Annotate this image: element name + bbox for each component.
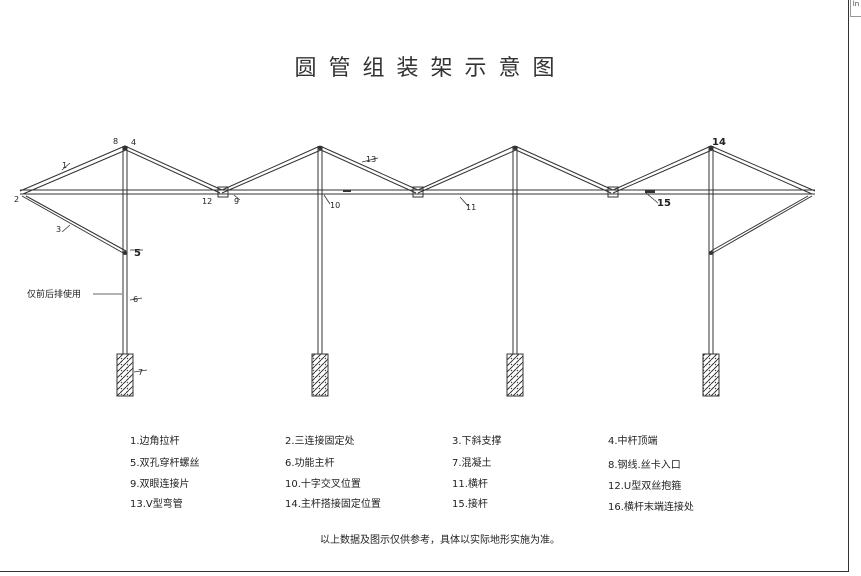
legend-10: 10.十字交叉位置: [285, 479, 361, 490]
legend-15: 15.接杆: [452, 499, 488, 510]
concrete-footings: [116, 353, 720, 397]
legend-3: 3.下斜支撑: [452, 436, 502, 447]
callout-5: 5: [134, 248, 141, 259]
vertical-posts: [122, 146, 714, 354]
callout-6: 6: [133, 295, 138, 304]
callout-3: 3: [56, 225, 61, 234]
legend-8: 8.钢线.丝卡入口: [608, 460, 681, 471]
footer-note: 以上数据及图示仅供参考，具体以实际地形实施为准。: [320, 535, 560, 546]
leader-lines: [61, 157, 659, 373]
callout-15: 15: [657, 198, 671, 209]
diagram-title: 圆管组装架示意图: [294, 56, 567, 81]
legend-13: 13.V型弯管: [130, 499, 183, 510]
legend-2: 2.三连接固定处: [285, 436, 355, 447]
side-note: 仅前后排使用: [27, 288, 81, 300]
legend-4: 4.中杆顶端: [608, 436, 658, 447]
callout-2: 2: [14, 195, 19, 204]
legend-11: 11.横杆: [452, 479, 488, 490]
callout-7: 7: [138, 368, 143, 377]
legend-9: 9.双眼连接片: [130, 479, 190, 490]
callout-8: 8: [113, 137, 118, 146]
legend-12: 12.U型双丝抱箍: [608, 481, 682, 492]
legend-6: 6.功能主杆: [285, 458, 335, 469]
legend-7: 7.混凝土: [452, 458, 492, 469]
corner-mark: ln: [850, 0, 861, 17]
legend-1: 1.边角拉杆: [130, 436, 180, 447]
callout-13: 13: [366, 155, 376, 164]
drawing-frame: [0, 0, 849, 572]
legend-14: 14.主杆搭接固定位置: [285, 499, 381, 510]
callout-1: 1: [62, 161, 67, 170]
callout-10: 10: [330, 201, 340, 210]
lower-braces: [21, 195, 813, 255]
callout-14: 14: [712, 137, 726, 148]
callout-12: 12: [202, 197, 212, 206]
joints: [122, 145, 714, 255]
callout-11: 11: [466, 203, 476, 212]
legend-16: 16.横杆末端连接处: [608, 502, 694, 513]
callout-9: 9: [234, 197, 239, 206]
rafters: [19, 145, 816, 195]
callout-4: 4: [131, 138, 136, 147]
legend-5: 5.双孔穿杆螺丝: [130, 458, 200, 469]
